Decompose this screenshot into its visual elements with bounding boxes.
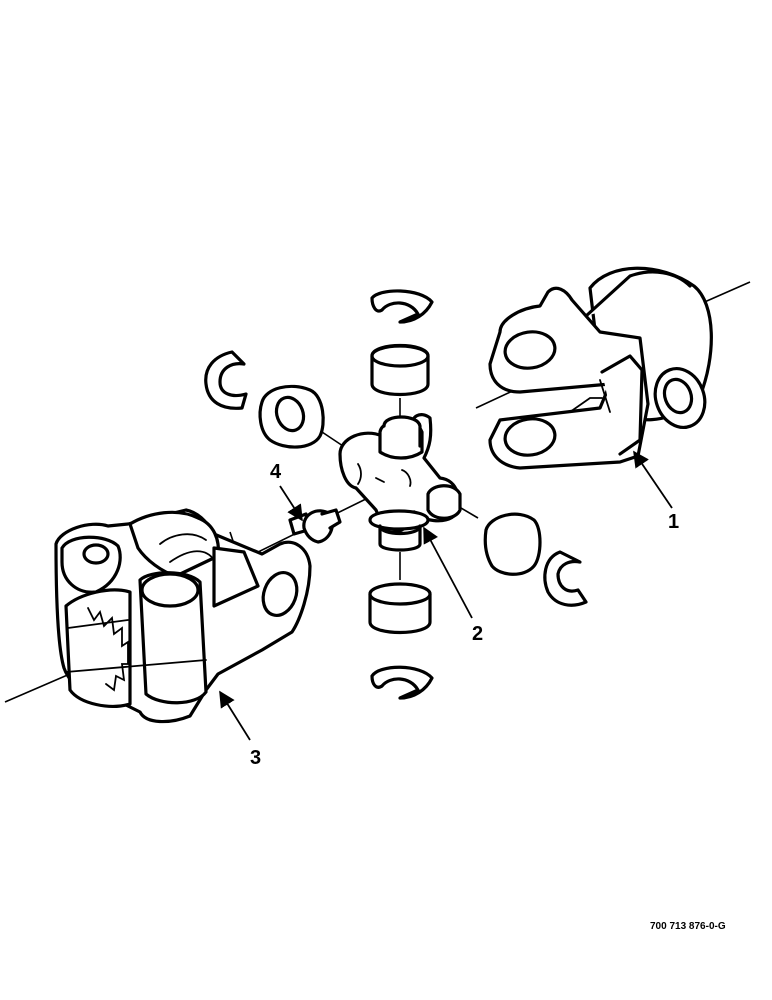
callout-3: 3 — [250, 747, 261, 769]
drawing-number: 700 713 876-0-G — [650, 921, 726, 932]
cross-bearing-kit-part-2 — [204, 289, 588, 700]
callout-1: 1 — [668, 511, 679, 533]
callout-4: 4 — [270, 461, 282, 483]
splined-yoke-part-3 — [54, 508, 312, 724]
leader-lines — [219, 450, 673, 741]
grease-fitting-part-4 — [288, 508, 342, 544]
callout-2: 2 — [472, 623, 483, 645]
yoke-tube-part-1 — [488, 266, 713, 470]
